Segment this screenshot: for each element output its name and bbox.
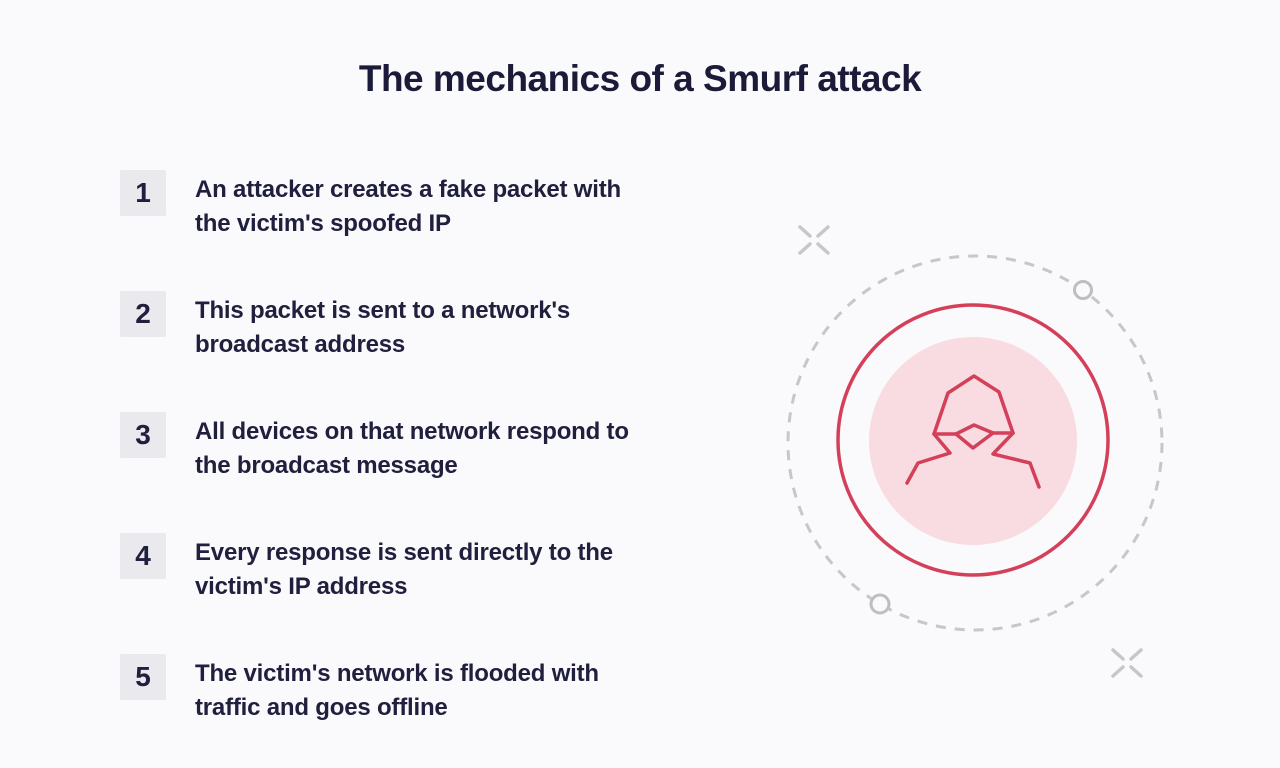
pink-disc [869, 337, 1077, 545]
dashed-orbit-circle [786, 254, 1164, 632]
step-text: Every response is sent directly to the v… [195, 539, 613, 600]
step-number-badge: 5 [120, 654, 166, 700]
hood-outline [932, 374, 1015, 436]
step-text: An attacker creates a fake packet with t… [195, 176, 621, 237]
step-number-badge: 3 [120, 412, 166, 458]
orbit-node-top-right-icon [1073, 280, 1093, 300]
right-shoulder [991, 431, 1041, 489]
step-text: The victim's network is flooded with tra… [195, 660, 599, 721]
x-sparkle-top-left-icon [798, 225, 830, 255]
step-text: All devices on that network respond to t… [195, 418, 629, 479]
step-number-badge: 1 [120, 170, 166, 216]
step-number-badge: 2 [120, 291, 166, 337]
left-shoulder [905, 432, 952, 485]
x-sparkle-bottom-right-icon [1111, 648, 1143, 678]
step-text: This packet is sent to a network's broad… [195, 297, 571, 358]
step-item-4: 4 Every response is sent directly to the… [120, 533, 755, 604]
step-item-1: 1 An attacker creates a fake packet with… [120, 170, 755, 241]
step-item-3: 3 All devices on that network respond to… [120, 412, 755, 483]
red-ring [836, 303, 1110, 577]
orbit-node-bottom-left-icon [869, 593, 891, 615]
step-number-badge: 4 [120, 533, 166, 579]
hooded-hacker-icon [905, 374, 1041, 489]
page-title: The mechanics of a Smurf attack [358, 58, 922, 99]
smurf-attack-illustration [786, 225, 1164, 678]
steps-list: 1 An attacker creates a fake packet with… [120, 170, 755, 768]
face-diamond [954, 423, 995, 450]
step-item-5: 5 The victim's network is flooded with t… [120, 654, 755, 725]
step-item-2: 2 This packet is sent to a network's bro… [120, 291, 755, 362]
